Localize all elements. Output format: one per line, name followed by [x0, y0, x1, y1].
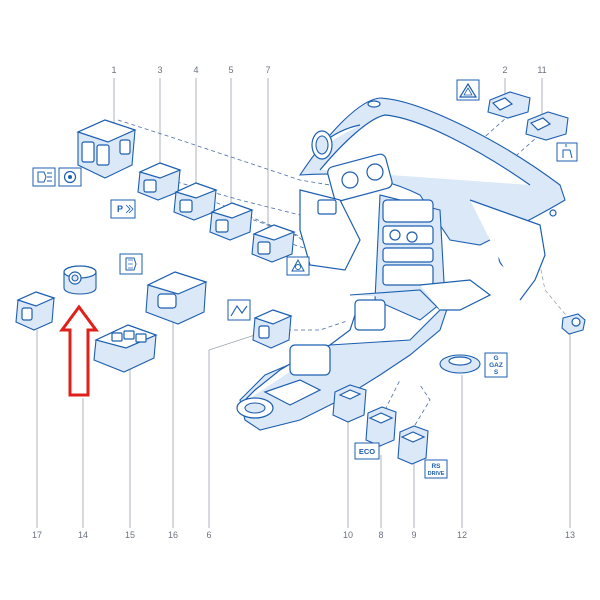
park-assist-icon: P	[110, 199, 136, 219]
part-4-switch	[173, 182, 218, 221]
part-9-rs-drive-switch	[397, 425, 429, 465]
callout-7: 7	[265, 65, 270, 75]
callout-3: 3	[157, 65, 162, 75]
headlamp-level-icon	[32, 167, 56, 187]
svg-text:P: P	[117, 204, 123, 214]
leader-lines	[36, 78, 571, 528]
rs-drive-icon: RS DRIVE	[424, 459, 448, 479]
callout-14: 14	[78, 530, 88, 540]
callout-6: 6	[206, 530, 211, 540]
callout-11: 11	[537, 65, 546, 75]
part-5-switch	[209, 202, 254, 241]
callout-13: 13	[565, 530, 575, 540]
part-12-fuel-switch	[439, 354, 481, 374]
callout-16: 16	[168, 530, 178, 540]
part-3-switch	[137, 162, 182, 201]
esp-off-icon	[286, 256, 310, 276]
part-10-switch	[332, 384, 367, 423]
svg-text:GAZ: GAZ	[489, 362, 503, 369]
headlamp-icon	[119, 253, 143, 275]
part-11-switch	[525, 111, 569, 141]
callout-15: 15	[125, 530, 135, 540]
svg-text:RS: RS	[431, 463, 441, 470]
svg-text:S: S	[494, 369, 499, 376]
part-16-switch	[145, 271, 208, 325]
part-2-hazard-switch	[487, 91, 531, 119]
callout-8: 8	[378, 530, 383, 540]
callout-10: 10	[343, 530, 353, 540]
callout-17: 17	[32, 530, 42, 540]
part-1-switch-block	[76, 119, 137, 179]
part-17-switch	[15, 291, 56, 331]
callout-1: 1	[111, 65, 116, 75]
highlight-arrow	[59, 304, 99, 397]
part-6-switch	[252, 309, 293, 349]
svg-text:DRIVE: DRIVE	[428, 471, 445, 477]
eco-icon: ECO	[354, 442, 380, 460]
part-14-round-switch	[63, 265, 97, 295]
hazard-icon	[456, 79, 480, 101]
callout-4: 4	[193, 65, 198, 75]
callout-5: 5	[228, 65, 233, 75]
svg-text:ECO: ECO	[359, 447, 375, 456]
part-7-switch	[251, 224, 296, 263]
speed-limiter-icon	[227, 299, 251, 321]
part-8-eco-switch	[365, 406, 397, 447]
callout-12: 12	[457, 530, 467, 540]
mirror-adjust-icon	[58, 167, 82, 187]
svg-text:G: G	[493, 355, 498, 362]
seat-heater-icon	[556, 142, 578, 162]
part-13-clip	[561, 313, 586, 335]
dashboard-assembly	[236, 97, 566, 431]
callout-9: 9	[411, 530, 416, 540]
part-15-switch-block	[93, 324, 158, 373]
callout-2: 2	[502, 65, 507, 75]
gaz-s-icon: G GAZ S	[484, 352, 508, 378]
